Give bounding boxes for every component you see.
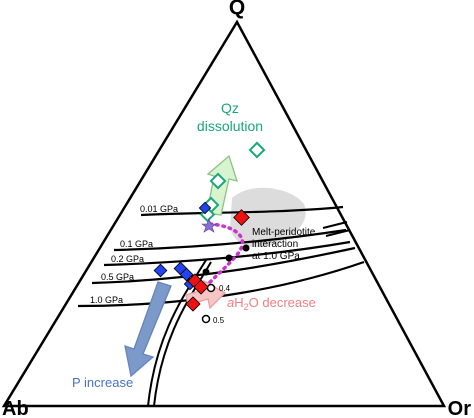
boundary-curve-05 [91,246,356,285]
red-diamond-4 [185,296,201,312]
ah2o-sub: 2 [244,302,249,312]
red-diamond-1 [233,209,250,226]
ah2o-label: aH2O decrease [227,295,316,312]
ah2o-rest: O decrease [249,295,316,310]
qz-label-line1: Qz [221,100,239,116]
blue-diamond-4 [179,267,194,282]
vertex-label-q: Q [229,0,245,19]
p-increase-label: P increase [72,375,133,390]
invariant-point-2 [225,254,233,262]
blue-diamond-2 [153,263,168,278]
open-circle-05 [201,314,211,324]
qz-diamond-1 [248,141,266,159]
vertex-label-or: Or [448,398,472,418]
ah2o-h: H [234,295,243,310]
melt-label-line2: interaction [252,239,298,250]
pressure-label-01: 0.1 GPa [120,239,153,249]
boundary-curve-02 [103,240,351,267]
label-04: 0.4 [219,284,231,293]
pressure-label-001: 0.01 GPa [140,204,178,214]
tick-right-2 [325,229,351,237]
boundary-curve-10 [77,260,365,308]
cotectic-line-a [147,259,207,407]
melt-label-line1: Melt-peridotite [252,227,316,238]
melt-label-line3: at 1.0 GPa [252,251,300,262]
star-marker [201,218,217,233]
qz-label-line2: dissolution [197,118,263,134]
qz-diamond-2 [209,172,227,190]
tick-right-1 [322,221,348,229]
red-diamond-3 [193,279,209,295]
blue-diamond-1 [198,201,212,215]
label-05: 0.5 [213,316,225,325]
p-increase-arrow [124,281,172,378]
shaded-region [230,187,306,248]
ternary-triangle [1,19,447,408]
open-circle-04 [206,283,216,293]
pressure-label-05: 0.5 GPa [101,272,134,282]
boundary-curve-01 [113,228,347,252]
vertex-label-ab: Ab [2,398,29,418]
pressure-label-10: 1.0 GPa [90,295,123,305]
invariant-point-1 [242,244,250,252]
boundary-curve-001 [140,205,344,217]
pressure-label-02: 0.2 GPa [111,254,144,264]
invariant-point-3 [202,268,210,276]
ah2o-a: a [227,295,234,310]
